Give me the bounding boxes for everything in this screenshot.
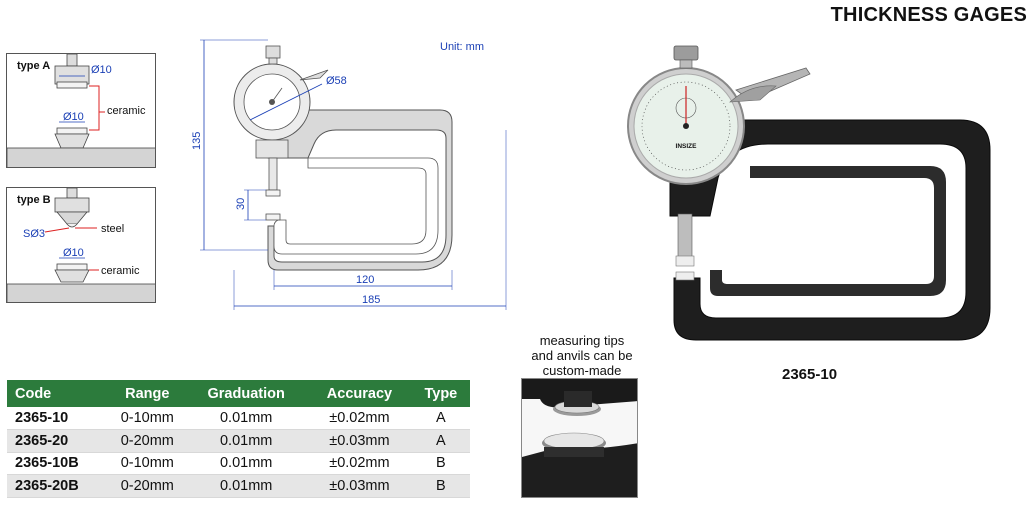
spec-table: Code Range Graduation Accuracy Type 2365…	[7, 380, 470, 498]
header-graduation: Graduation	[185, 380, 308, 407]
cell-graduation: 0.01mm	[185, 474, 308, 497]
type-a-bottom-diameter: Ø10	[63, 111, 84, 123]
gap-dim: 30	[235, 198, 247, 210]
product-model: 2365-10	[782, 366, 838, 383]
type-a-label: type A	[17, 60, 51, 72]
cell-accuracy: ±0.02mm	[307, 407, 412, 430]
type-b-top-material: steel	[101, 223, 125, 235]
table-row: 2365-20B 0-20mm 0.01mm ±0.03mm B	[7, 474, 470, 497]
length-dim: 185	[362, 294, 380, 306]
cell-code: 2365-20	[7, 429, 110, 452]
height-dim: 135	[191, 132, 203, 150]
cell-accuracy: ±0.02mm	[307, 452, 412, 475]
unit-label: Unit: mm	[440, 41, 484, 53]
type-b-sphere: SØ3	[23, 228, 46, 240]
depth-dim: 120	[356, 274, 374, 286]
header-accuracy: Accuracy	[307, 380, 412, 407]
dial-diameter-dim: Ø58	[326, 75, 347, 87]
type-b-detail: type B steel SØ3 Ø10 ceramic	[6, 187, 156, 303]
type-a-diagram	[7, 54, 155, 167]
cell-range: 0-10mm	[109, 452, 186, 475]
cell-range: 0-10mm	[109, 407, 186, 430]
cell-code: 2365-10	[7, 407, 110, 430]
table-header-row: Code Range Graduation Accuracy Type	[7, 380, 470, 407]
note-line: and anvils can be	[531, 348, 633, 363]
type-a-material: ceramic	[107, 105, 146, 117]
type-a-top-diameter: Ø10	[91, 64, 112, 76]
header-code: Code	[7, 380, 110, 407]
type-b-bottom-material: ceramic	[101, 265, 140, 277]
cell-graduation: 0.01mm	[185, 429, 308, 452]
table-row: 2365-10 0-10mm 0.01mm ±0.02mm A	[7, 407, 470, 430]
product-photo: INSIZE	[627, 45, 991, 341]
dial-brand: INSIZE	[676, 143, 698, 150]
cell-accuracy: ±0.03mm	[307, 474, 412, 497]
type-b-diagram	[7, 188, 155, 302]
table-row: 2365-10B 0-10mm 0.01mm ±0.02mm B	[7, 452, 470, 475]
cell-range: 0-20mm	[109, 429, 186, 452]
header-type: Type	[411, 380, 470, 407]
custom-tips-note: measuring tips and anvils can be custom-…	[512, 333, 652, 378]
note-line: measuring tips	[539, 333, 625, 348]
cell-code: 2365-20B	[7, 474, 110, 497]
cell-graduation: 0.01mm	[185, 452, 308, 475]
type-a-detail: type A Ø10 Ø10 ceramic	[6, 53, 156, 168]
page-title: THICKNESS GAGES	[830, 4, 1027, 26]
cell-range: 0-20mm	[109, 474, 186, 497]
cell-type: B	[411, 452, 470, 475]
cell-accuracy: ±0.03mm	[307, 429, 412, 452]
type-b-bottom-diameter: Ø10	[63, 247, 84, 259]
cell-code: 2365-10B	[7, 452, 110, 475]
cell-graduation: 0.01mm	[185, 407, 308, 430]
cell-type: A	[411, 407, 470, 430]
table-row: 2365-20 0-20mm 0.01mm ±0.03mm A	[7, 429, 470, 452]
type-b-label: type B	[17, 194, 51, 206]
cell-type: A	[411, 429, 470, 452]
note-line: custom-made	[542, 363, 622, 378]
technical-drawing: Ø58 135 30 120 185	[191, 39, 507, 310]
anvil-closeup-photo	[521, 378, 638, 498]
cell-type: B	[411, 474, 470, 497]
header-range: Range	[109, 380, 186, 407]
